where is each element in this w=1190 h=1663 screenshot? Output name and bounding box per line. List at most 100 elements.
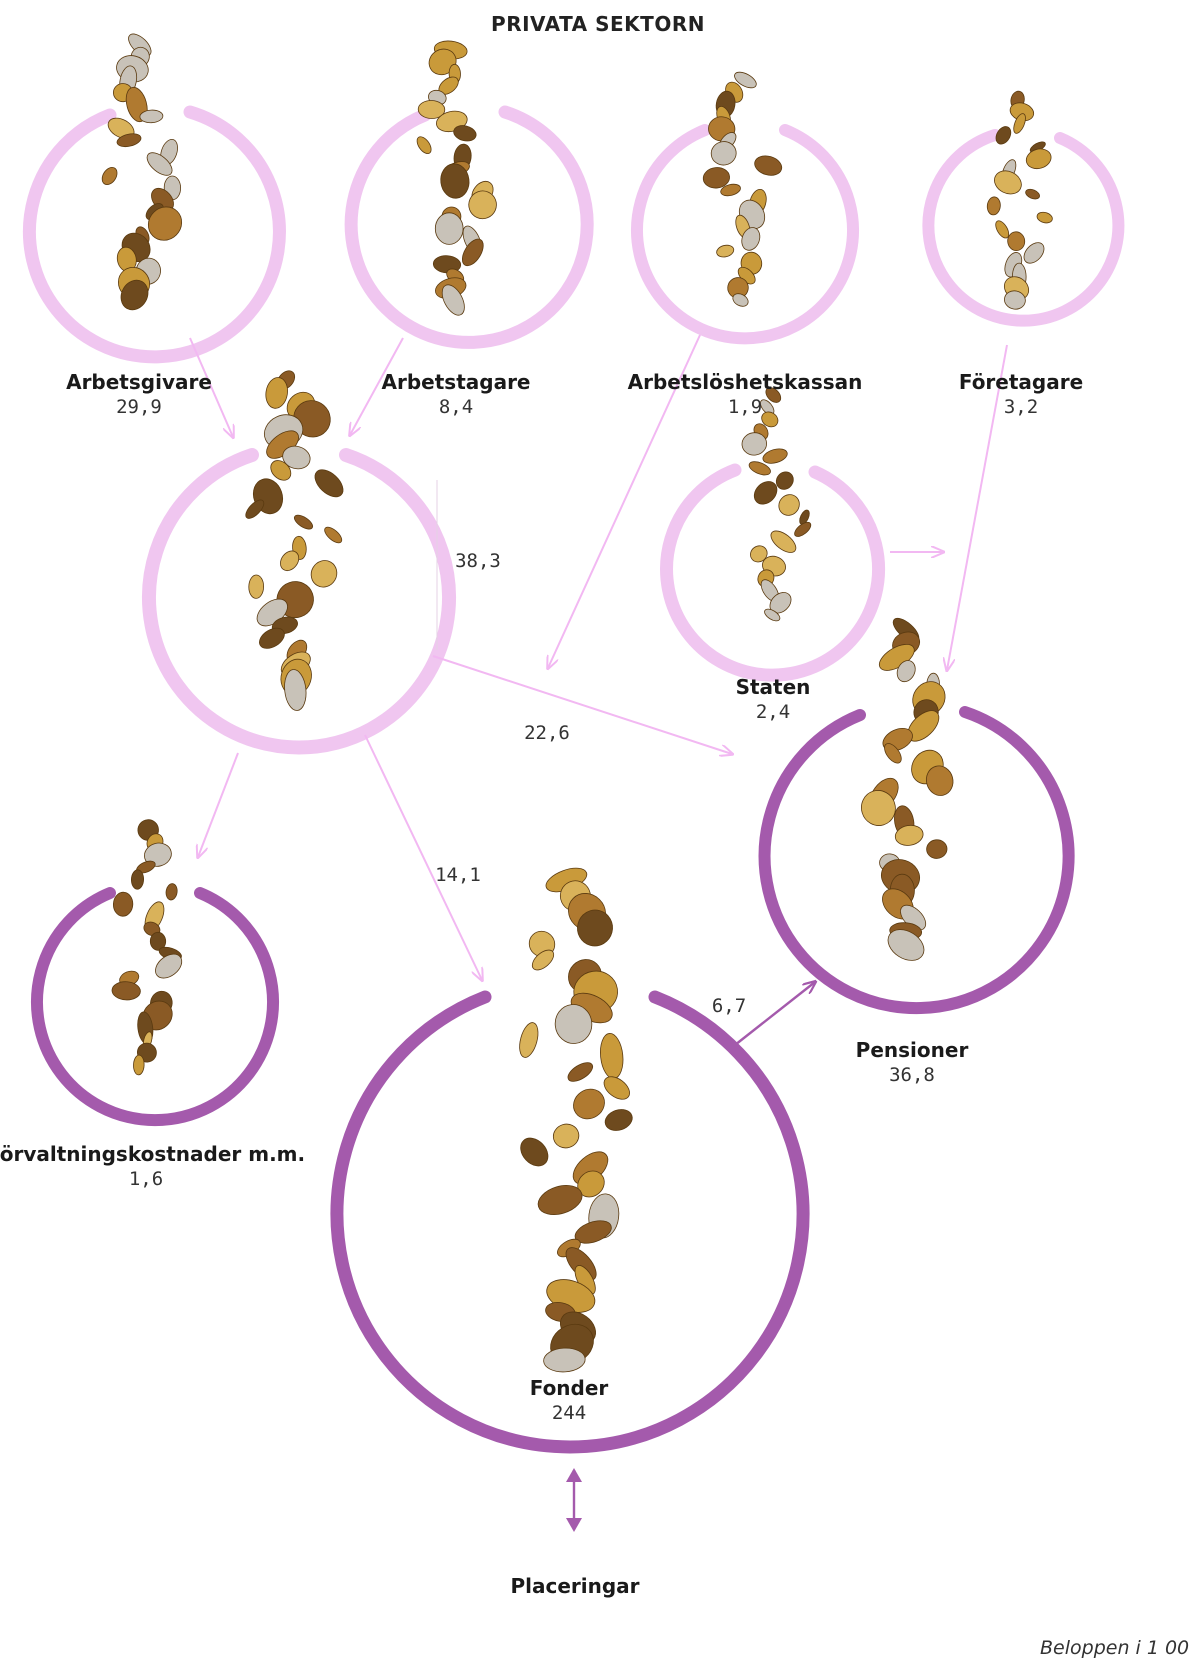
coin-icon	[280, 550, 300, 572]
coin-icon	[716, 244, 735, 258]
flow-value-22-6: 22,6	[524, 722, 570, 744]
coin-icon	[441, 284, 465, 316]
coin-icon	[754, 155, 783, 176]
coin-icon	[762, 448, 788, 464]
coin-icon	[461, 238, 484, 267]
coin-icon	[1004, 290, 1026, 310]
coin-icon	[775, 471, 794, 490]
coin-stack-icon	[702, 71, 783, 307]
arrow-fonder-to-pensioner	[734, 982, 815, 1046]
coin-stack-icon	[101, 33, 183, 311]
node-forvaltning: Förvaltningskostnader m.m. 1,6	[0, 1142, 305, 1190]
coin-icon	[149, 931, 167, 951]
coin-stacks	[101, 33, 1053, 1373]
footnote: Beloppen i 1 00	[1040, 1637, 1190, 1659]
coin-icon	[537, 1185, 583, 1215]
coin-icon	[314, 469, 344, 498]
coin-icon	[861, 790, 896, 826]
coin-stack-icon	[111, 819, 183, 1076]
coin-icon	[604, 1109, 633, 1131]
coin-icon	[543, 1347, 586, 1373]
node-label: Staten	[735, 675, 811, 699]
coin-icon	[884, 743, 902, 764]
coin-icon	[577, 909, 613, 947]
coin-icon	[130, 869, 145, 890]
coin-stack-icon	[986, 90, 1053, 310]
coin-icon	[748, 461, 771, 476]
coin-stack-icon	[245, 370, 344, 711]
coin-icon	[770, 530, 797, 553]
coin-icon	[894, 824, 924, 846]
double-arrow-icon	[566, 1468, 582, 1532]
coin-icon	[310, 560, 338, 588]
coin-icon	[133, 1054, 145, 1076]
coin-icon	[531, 949, 555, 971]
coin-icon	[440, 163, 470, 199]
coin-icon	[1013, 113, 1026, 134]
coin-icon	[925, 765, 954, 796]
coin-icon	[259, 627, 285, 649]
flow-value-38-3: 38,3	[455, 550, 501, 572]
node-label: Placeringar	[510, 1574, 640, 1598]
coin-stack-icon	[741, 387, 812, 622]
node-label: Arbetsgivare	[66, 370, 212, 394]
coin-stack-icon	[519, 867, 633, 1373]
coin-icon	[284, 669, 307, 711]
coin-icon	[765, 387, 782, 403]
node-label: Förvaltningskostnader m.m.	[0, 1142, 306, 1166]
coin-icon	[282, 445, 311, 470]
arrow-foretagare-to-pensioner	[947, 344, 1008, 670]
coin-icon	[520, 1137, 549, 1167]
ring-arbetsgivare	[22, 105, 286, 364]
coin-icon	[567, 1062, 594, 1082]
coin-icon	[986, 196, 1001, 216]
coin-stack-icon	[861, 617, 954, 961]
node-label: Arbetstagare	[381, 370, 531, 394]
coin-icon	[1025, 148, 1052, 170]
node-pensioner: Pensioner 36,8	[856, 1038, 969, 1086]
coin-icon	[1036, 211, 1053, 224]
coin-icon	[778, 494, 800, 516]
node-value: 8,4	[438, 396, 474, 418]
coin-icon	[732, 293, 749, 307]
coin-icon	[887, 929, 925, 961]
coin-icon	[139, 109, 164, 124]
coin-icon	[293, 514, 314, 530]
coin-icon	[1025, 188, 1040, 200]
coin-icon	[147, 206, 183, 241]
arrow-kassan-to-pensioner	[548, 334, 701, 668]
node-placeringar: Placeringar	[510, 1574, 639, 1598]
coin-icon	[112, 891, 134, 917]
node-label: Pensioner	[855, 1038, 969, 1062]
coin-icon	[603, 1076, 630, 1100]
arrows-dark	[566, 982, 815, 1532]
coin-icon	[741, 227, 761, 251]
coin-icon	[710, 141, 737, 166]
coin-icon	[1007, 231, 1026, 251]
coin-icon	[995, 220, 1010, 239]
coin-icon	[116, 133, 142, 148]
coin-icon	[734, 71, 757, 89]
node-label: Fonder	[529, 1376, 609, 1400]
coin-icon	[552, 1123, 580, 1149]
arrow-arbetsgivare-to-main	[189, 337, 233, 437]
coin-icon	[434, 212, 464, 245]
coin-icon	[101, 166, 118, 186]
coin-icon	[155, 953, 183, 979]
coin-icon	[265, 377, 288, 409]
coin-icon	[896, 660, 916, 683]
arrow-main-to-forvaltning	[198, 752, 239, 857]
coin-icon	[324, 526, 343, 544]
coin-icon	[165, 883, 178, 901]
node-label: Arbetslöshetskassan	[627, 370, 863, 394]
node-staten: Staten 2,4	[736, 675, 811, 723]
ring-foretagare	[922, 129, 1125, 327]
coin-icon	[720, 183, 741, 197]
coin-icon	[600, 1032, 624, 1080]
coin-icon	[702, 167, 730, 189]
node-fonder: Fonder 244	[530, 1376, 609, 1424]
coin-icon	[417, 100, 446, 119]
coin-icon	[146, 152, 173, 176]
ring-staten	[660, 463, 885, 682]
coin-icon	[428, 48, 457, 76]
